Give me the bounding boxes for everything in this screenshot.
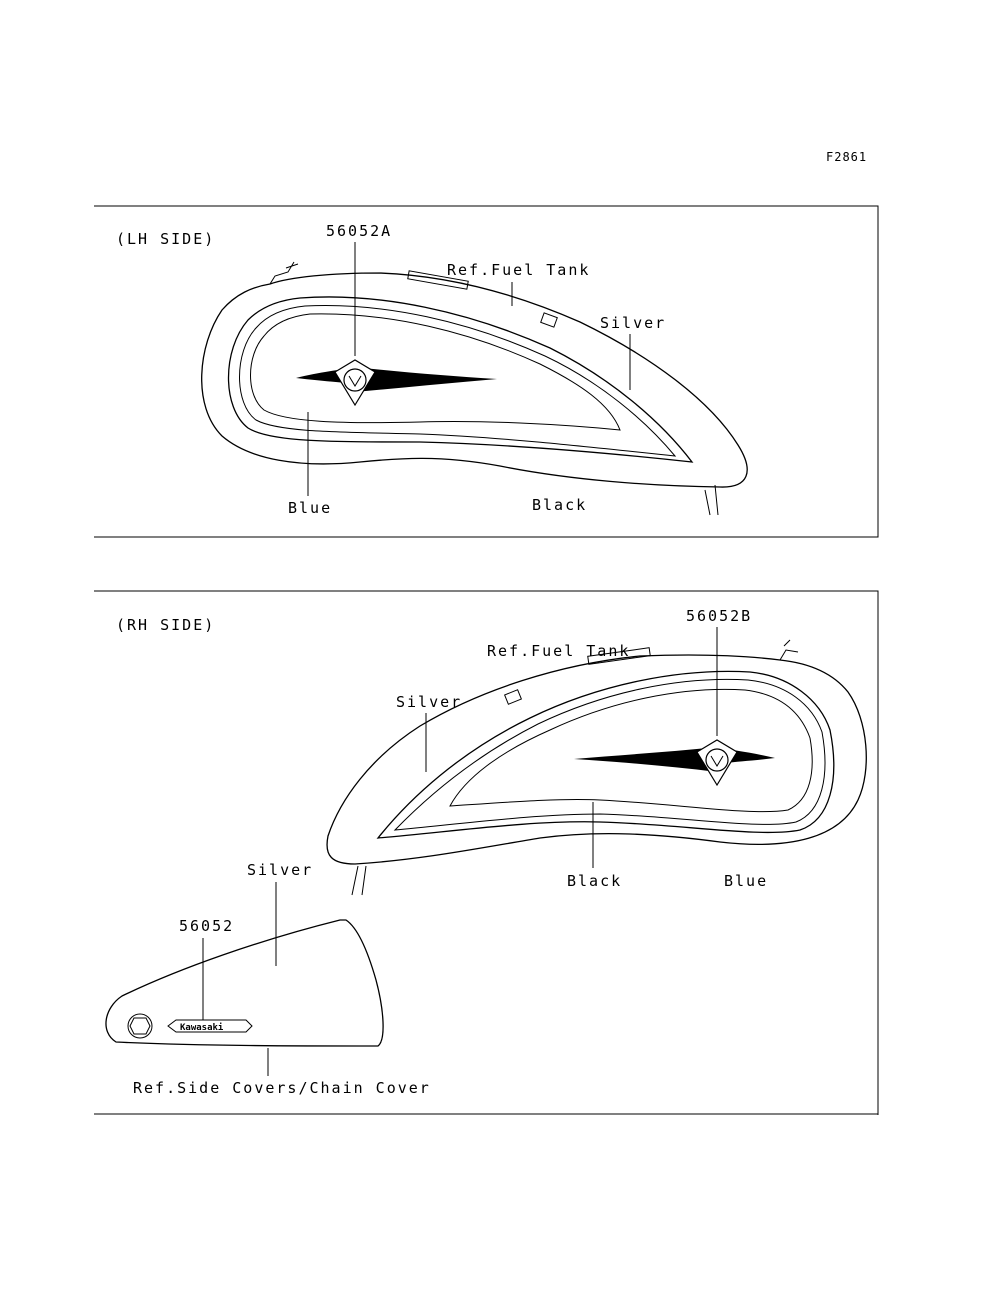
rh-black-label: Black [567, 872, 622, 890]
side-cover-part-number: 56052 [179, 917, 234, 935]
side-cover-silver-label: Silver [247, 861, 313, 879]
side-cover: Kawasaki [105, 919, 384, 1047]
rh-side-label: (RH SIDE) [116, 616, 215, 634]
rh-ref-label: Ref.Fuel Tank [487, 642, 630, 660]
figure-code: F2861 [826, 150, 867, 164]
rh-stripe-outer [376, 670, 835, 839]
rh-emblem [574, 739, 775, 787]
lh-fuel-tank [201, 261, 748, 516]
lh-part-number: 56052A [326, 222, 392, 240]
rh-black-panel [449, 688, 813, 813]
lh-black-panel [250, 313, 621, 431]
rh-fuel-tank [326, 639, 867, 896]
rh-silver-label: Silver [396, 693, 462, 711]
rh-tank-rear-tab [351, 865, 367, 896]
lh-stripe-inner [239, 305, 677, 457]
lh-tank-outline [201, 272, 748, 488]
rh-tank-boss [587, 647, 651, 665]
side-cover-ref-label: Ref.Side Covers/Chain Cover [133, 1079, 431, 1097]
lh-ref-label: Ref.Fuel Tank [447, 261, 590, 279]
rh-emblem-left-wing [574, 747, 717, 772]
side-cover-bolt-icon [129, 1017, 151, 1035]
lh-tank-boss [407, 270, 469, 290]
side-cover-hole [127, 1013, 153, 1039]
lh-blue-label: Blue [288, 499, 332, 517]
side-cover-logo-text: Kawasaki [180, 1022, 224, 1033]
rh-emblem-badge [705, 748, 729, 772]
rh-tank-front-clip [779, 639, 799, 661]
rh-panel-frame [94, 590, 879, 1115]
rh-tank-outline [326, 654, 867, 865]
rh-stripe-inner [393, 678, 826, 831]
lh-panel-frame [94, 205, 879, 538]
lh-emblem-right-wing [355, 367, 497, 392]
rh-blue-label: Blue [724, 872, 768, 890]
side-cover-logo-frame [167, 1019, 253, 1033]
rh-part-number: 56052B [686, 607, 752, 625]
rh-tank-tab [503, 689, 523, 705]
lh-side-label: (LH SIDE) [116, 230, 215, 248]
lh-stripe-outer [227, 296, 694, 463]
lh-emblem-badge [343, 368, 367, 392]
rh-emblem-v-icon [710, 755, 724, 767]
lh-tank-tab [540, 312, 558, 328]
lh-panel: (LH SIDE) 56052A Ref.Fuel T [94, 205, 879, 538]
lh-tank-front-clip [269, 261, 299, 285]
lh-tank-rear-tab [704, 484, 719, 516]
lh-silver-label: Silver [600, 314, 666, 332]
lh-emblem [296, 359, 497, 407]
lh-black-label: Black [532, 496, 587, 514]
side-cover-outline [105, 919, 384, 1047]
lh-emblem-v-icon [348, 375, 362, 387]
rh-panel: (RH SIDE) 56052B Ref.Fuel T [94, 590, 879, 1115]
